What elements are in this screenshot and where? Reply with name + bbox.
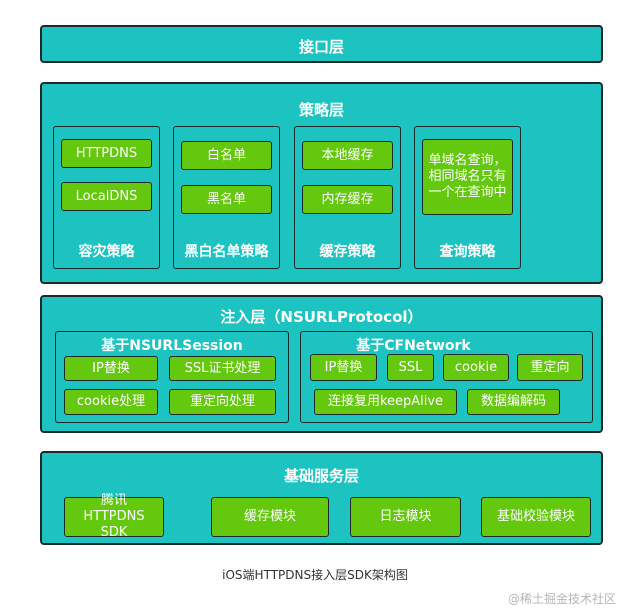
base-item-log: 日志模块 xyxy=(350,497,461,537)
base-item-validation: 基础校验模块 xyxy=(481,497,591,537)
strategy-item-whitelist: 白名单 xyxy=(181,141,272,170)
strategy-group-cache: 本地缓存 内存缓存 缓存策略 xyxy=(294,126,401,269)
inject-item-ip-replace: IP替换 xyxy=(310,354,377,381)
inject-item-keepalive: 连接复用keepAlive xyxy=(314,389,457,415)
strategy-item-httpdns: HTTPDNS xyxy=(61,139,152,168)
interface-layer: 接口层 xyxy=(40,25,603,63)
base-item-tencent-sdk: 腾讯HTTPDNS SDK xyxy=(64,493,164,540)
strategy-layer-title: 策略层 xyxy=(298,101,344,119)
inject-item-codec: 数据编解码 xyxy=(467,389,560,415)
inject-group-nsurlsession: 基于NSURLSession IP替换 SSL证书处理 cookie处理 重定向… xyxy=(55,331,289,423)
strategy-item-local-cache: 本地缓存 xyxy=(302,141,393,170)
inject-group-label: 基于CFNetwork xyxy=(356,338,471,354)
strategy-group-label: 容灾策略 xyxy=(78,244,135,260)
strategy-layer: 策略层 HTTPDNS LocalDNS 容灾策略 白名单 黑名单 黑白名单策略… xyxy=(40,82,603,284)
inject-item-redirect: 重定向 xyxy=(517,354,583,381)
inject-item-ssl-cert: SSL证书处理 xyxy=(169,356,276,381)
inject-item-ssl: SSL xyxy=(387,354,434,381)
watermark: @稀土掘金技术社区 xyxy=(507,592,616,606)
inject-group-label: 基于NSURLSession xyxy=(101,338,243,354)
inject-group-cfnetwork: 基于CFNetwork IP替换 SSL cookie 重定向 连接复用keep… xyxy=(300,331,593,423)
strategy-group-disaster: HTTPDNS LocalDNS 容灾策略 xyxy=(53,126,160,269)
strategy-item-single-query: 单域名查询，相同域名只有一个在查询中 xyxy=(422,139,513,215)
base-layer-title: 基础服务层 xyxy=(283,467,359,485)
base-item-cache: 缓存模块 xyxy=(211,497,329,537)
strategy-group-label: 查询策略 xyxy=(439,244,496,260)
strategy-item-blacklist: 黑名单 xyxy=(181,185,272,214)
inject-item-cookie: cookie处理 xyxy=(64,389,158,415)
inject-item-cookie: cookie xyxy=(443,354,509,381)
strategy-group-query: 单域名查询，相同域名只有一个在查询中 查询策略 xyxy=(414,126,521,269)
figure-caption: iOS端HTTPDNS接入层SDK架构图 xyxy=(222,568,408,582)
base-layer: 基础服务层 腾讯HTTPDNS SDK 缓存模块 日志模块 基础校验模块 xyxy=(40,451,603,545)
strategy-item-memory-cache: 内存缓存 xyxy=(302,185,393,214)
inject-item-ip-replace: IP替换 xyxy=(64,356,158,381)
inject-item-redirect: 重定向处理 xyxy=(169,389,276,415)
inject-layer: 注入层（NSURLProtocol） 基于NSURLSession IP替换 S… xyxy=(40,295,603,433)
strategy-item-localdns: LocalDNS xyxy=(61,182,152,211)
inject-layer-title: 注入层（NSURLProtocol） xyxy=(220,308,423,326)
strategy-group-label: 缓存策略 xyxy=(319,244,376,260)
strategy-group-blackwhite: 白名单 黑名单 黑白名单策略 xyxy=(173,126,280,269)
strategy-group-label: 黑白名单策略 xyxy=(184,244,269,260)
interface-layer-title: 接口层 xyxy=(298,38,344,56)
